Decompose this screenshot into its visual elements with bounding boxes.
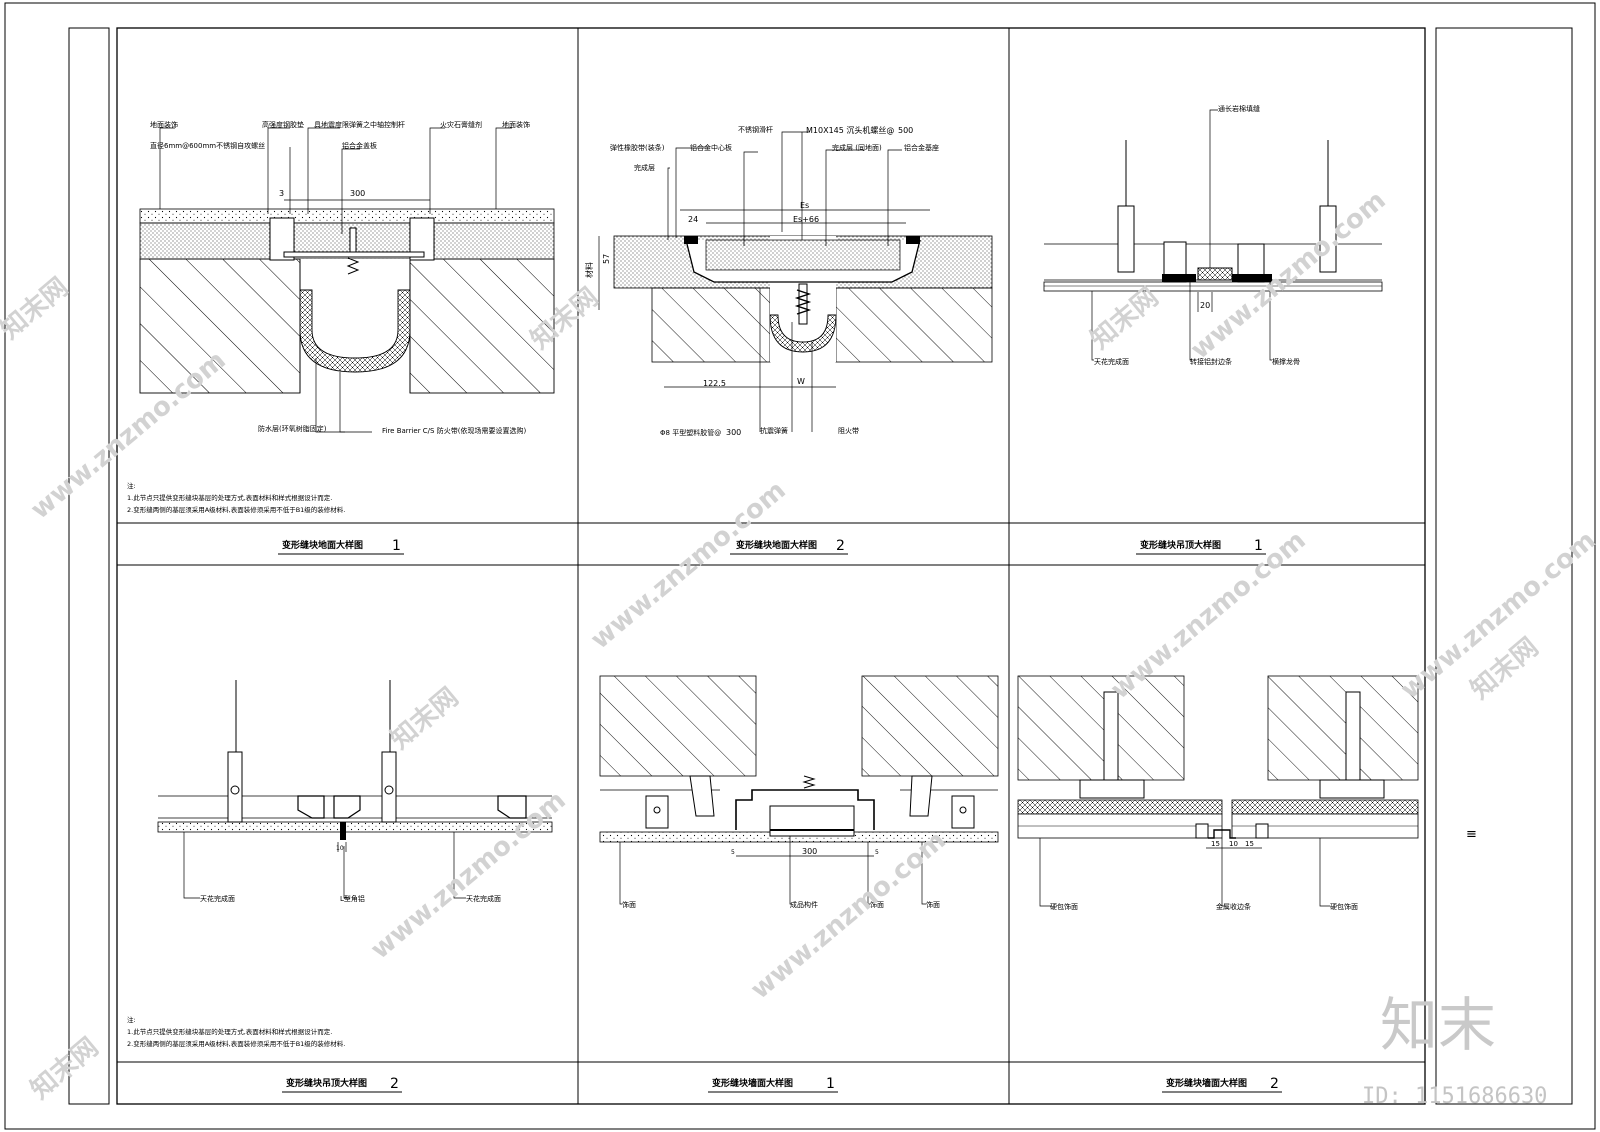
left-margin-strip xyxy=(68,27,110,1105)
dim-300: 300 xyxy=(350,189,365,198)
panel-ceiling-joint-2: 10 天花完成面 L型角铝 天花完成面 注: 1.此节点只提供变形缝块基层的处理… xyxy=(127,680,553,1093)
dim-15-right: 15 xyxy=(1245,840,1254,848)
label-screw: 直径6mm@600mm不锈钢自攻螺丝 xyxy=(150,141,265,150)
dim-10: 10 xyxy=(1229,840,1238,848)
title-block-strip xyxy=(1435,27,1573,1105)
label-cover-plate: 铝合金盖板 xyxy=(342,141,377,150)
watermark-cn: 知末网 xyxy=(25,1032,104,1105)
panel-number: 1 xyxy=(826,1076,835,1092)
watermark-cn: 知末网 xyxy=(0,272,74,345)
dim-24: 24 xyxy=(688,215,698,224)
label-finish: 完成层 xyxy=(634,163,655,172)
panel-number: 1 xyxy=(392,538,401,554)
dim-material: 材料 xyxy=(584,262,594,278)
watermark-id: ID: 1151686630 xyxy=(1362,1084,1547,1109)
label-fire-barrier: Fire Barrier C/S 防火带(依现场需要设置选购) xyxy=(382,426,526,435)
label-plastic-tube: Φ8 平型塑料胶管@ xyxy=(660,428,721,437)
dim-122-5: 122.5 xyxy=(703,379,726,388)
dim-15-left: 15 xyxy=(1211,840,1220,848)
label-screw-m10: M10X145 沉头机螺丝@ xyxy=(806,125,894,135)
dim-es66: Es+66 xyxy=(793,215,819,224)
label-finish-2: 饰面 xyxy=(870,900,884,909)
dim-w: W xyxy=(797,377,805,386)
panel-ceiling-joint-1: 20 通长岩棉填缝 天花完成面 转接铝封边条 横撑龙骨 变形缝块吊顶大样图 1 xyxy=(1043,104,1383,555)
dim-es: Es xyxy=(800,201,809,210)
dim-10: 10 xyxy=(336,845,344,852)
label-500: 500 xyxy=(898,126,913,135)
label-hard-pack-left: 硬包饰面 xyxy=(1050,902,1078,911)
label-ceiling-finish: 天花完成面 xyxy=(1094,357,1129,366)
dim-5-left: 5 xyxy=(731,849,735,856)
dim-3: 3 xyxy=(279,189,284,198)
note-2: 2.变形缝两侧的基层须采用A级材料,表面装修须采用不低于B1级的装修材料. xyxy=(127,505,345,514)
label-finish-3: 饰面 xyxy=(926,900,940,909)
panel-title: 变形缝块吊顶大样图 xyxy=(286,1077,367,1089)
label-product: 成品构件 xyxy=(790,900,818,909)
label-floor-finish-2: 地面装饰 xyxy=(502,120,530,129)
panel-number: 1 xyxy=(1254,538,1263,554)
label-fire-sealant: 火灾石膏缝剂 xyxy=(440,120,482,129)
label-finish-1: 饰面 xyxy=(622,900,636,909)
label-l-angle: L型角铝 xyxy=(340,894,365,903)
panel-wall-joint-1: 300 5 5 饰面 成品构件 饰面 饰面 变形缝块墙面大样图 1 xyxy=(599,675,999,1093)
watermark-url: www.znzmo.com xyxy=(745,825,951,1005)
panel-floor-joint-1: 300 3 地面装饰 高强度钢胶垫 具地震度限弹簧之中轴控制杆 火灾石膏缝剂 地… xyxy=(127,120,555,555)
label-floor-finish: 地面装饰 xyxy=(150,120,178,129)
label-spring: 抗震弹簧 xyxy=(760,426,788,435)
label-rubber-strip: 弹性橡胶带(装条) xyxy=(610,143,665,152)
dim-20: 20 xyxy=(1200,301,1210,310)
label-fire-band: 阻火带 xyxy=(838,426,859,435)
label-waterproof: 防水层(环氧树脂固定) xyxy=(258,424,327,433)
label-keel: 横撑龙骨 xyxy=(1272,357,1300,366)
label-edge-strip: 转接铝封边条 xyxy=(1190,357,1232,366)
note-title: 注: xyxy=(127,1015,136,1024)
panel-number: 2 xyxy=(836,538,845,554)
panel-number: 2 xyxy=(390,1076,399,1092)
label-center-plate: 铝合金中心板 xyxy=(690,143,732,152)
panel-wall-joint-2: 15 10 15 硬包饰面 金属收边条 硬包饰面 变形缝块墙面大样图 2 xyxy=(1017,675,1419,1093)
label-rock-wool: 通长岩棉填缝 xyxy=(1218,104,1260,113)
label-rubber-gasket: 高强度钢胶垫 xyxy=(262,120,304,129)
watermark-cn: 知末网 xyxy=(385,682,464,755)
label-300: 300 xyxy=(726,428,741,437)
panel-title: 变形缝块墙面大样图 xyxy=(1166,1077,1247,1089)
dim-5-right: 5 xyxy=(875,849,879,856)
panel-title: 变形缝块墙面大样图 xyxy=(712,1077,793,1089)
label-metal-edge: 金属收边条 xyxy=(1216,902,1251,911)
drawing-frame xyxy=(116,27,1426,1105)
note-1: 1.此节点只提供变形缝块基层的处理方式,表面材料和样式根据设计而定. xyxy=(127,493,332,502)
panel-title: 变形缝块地面大样图 xyxy=(736,539,817,551)
label-hard-pack-right: 硬包饰面 xyxy=(1330,902,1358,911)
watermark-cn: 知末网 xyxy=(1085,282,1164,355)
label-steel-rod: 不锈钢滑杆 xyxy=(738,125,773,134)
label-ceiling-finish-left: 天花完成面 xyxy=(200,894,235,903)
label-ceiling-finish-right: 天花完成面 xyxy=(466,894,501,903)
panel-title: 变形缝块吊顶大样图 xyxy=(1140,539,1221,551)
note-1: 1.此节点只提供变形缝块基层的处理方式,表面材料和样式根据设计而定. xyxy=(127,1027,332,1036)
panel-floor-joint-2: Es Es+66 24 57 材料 122.5 W 不锈钢滑杆 M10X145 … xyxy=(584,125,993,555)
label-base: 铝合金基座 xyxy=(904,143,939,152)
dim-57: 57 xyxy=(602,254,611,264)
panel-title: 变形缝块地面大样图 xyxy=(282,539,363,551)
dim-300: 300 xyxy=(802,847,817,856)
watermark-logo: 知末 xyxy=(1380,991,1496,1059)
panel-number: 2 xyxy=(1270,1076,1279,1092)
side-mark: ≡ xyxy=(1466,827,1477,842)
label-finish-same: 完成层 (同地面) xyxy=(832,143,882,152)
label-center-rod: 具地震度限弹簧之中轴控制杆 xyxy=(314,120,405,129)
note-title: 注: xyxy=(127,481,136,490)
note-2: 2.变形缝两侧的基层须采用A级材料,表面装修须采用不低于B1级的装修材料. xyxy=(127,1039,345,1048)
